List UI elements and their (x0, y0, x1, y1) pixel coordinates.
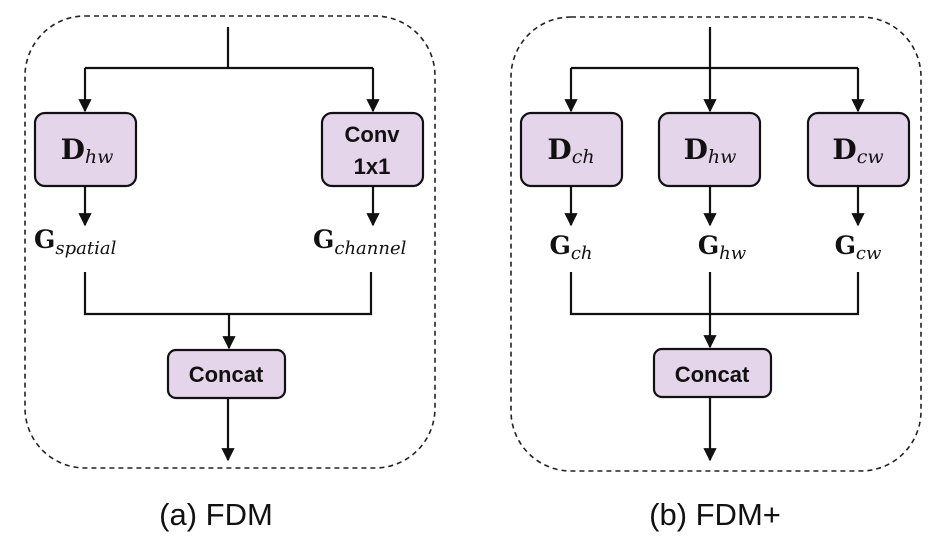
panel-b-g-hw-label: Ghw (698, 231, 747, 264)
panel-a-frame (24, 15, 436, 469)
panel-a-d-hw-label: Dhw (61, 133, 114, 168)
panel-a-merge-line (83, 272, 373, 316)
panel-a-fdm: Dhw Conv 1x1 Gspatial Gchannel Concat (24, 15, 436, 469)
panel-a-g-channel-label: Gchannel (313, 225, 407, 259)
panel-b-g-ch-label: Gch (549, 231, 592, 264)
panel-a-caption: (a) FDM (159, 497, 273, 532)
panel-a-conv-label-line1: Conv (345, 122, 401, 147)
panel-b-d-hw-label: Dhw (684, 133, 737, 168)
panel-b-concat-label: Concat (675, 362, 750, 387)
panel-a-conv-label-line2: 1x1 (354, 154, 391, 179)
panel-a-concat-box (166, 348, 287, 400)
panel-b-d-ch-label: Dch (547, 133, 594, 168)
panel-b-g-cw-label: Gcw (835, 231, 882, 264)
panel-a-concat-label: Concat (189, 362, 264, 387)
panel-b-caption: (b) FDM+ (649, 497, 781, 532)
panel-b-merge-line (569, 272, 860, 316)
panel-b-d-cw-label: Dcw (832, 133, 883, 168)
panel-b-fdm-plus: Dch Dhw Dcw Gch Ghw Gcw Concat (510, 16, 922, 472)
panel-b-concat-box (652, 347, 773, 399)
panel-a-g-spatial-label: Gspatial (34, 225, 117, 259)
panel-b-frame (510, 16, 922, 472)
